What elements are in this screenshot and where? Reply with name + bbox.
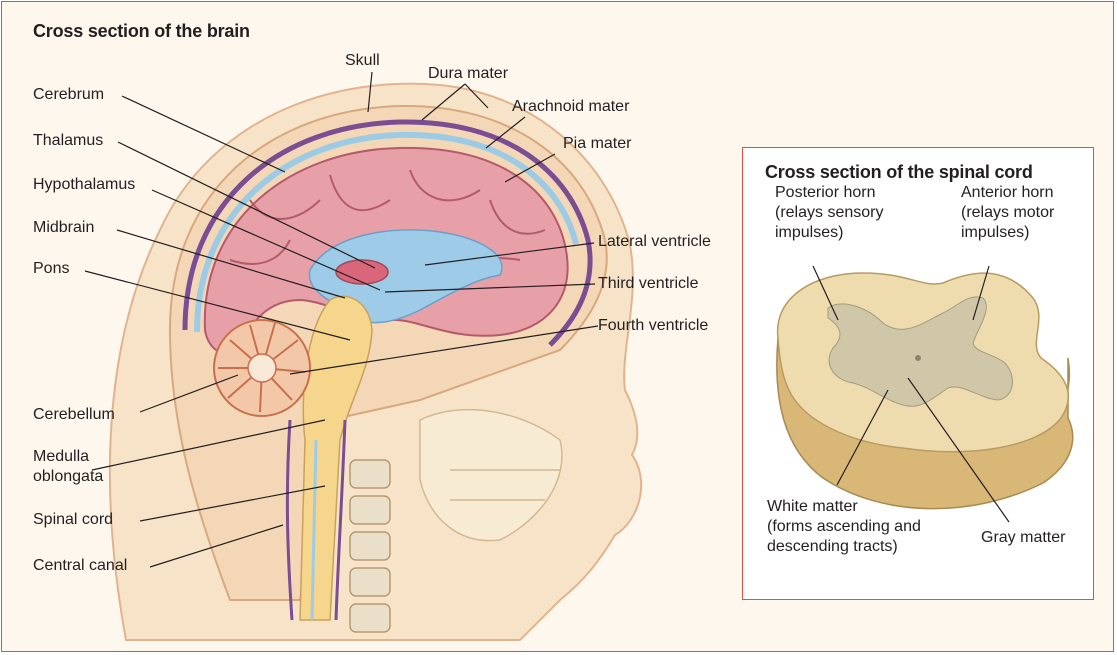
label-medulla-oblongata: Medulla oblongata — [33, 447, 103, 487]
label-hypothalamus: Hypothalamus — [33, 175, 135, 195]
label-arachnoid-mater: Arachnoid mater — [512, 97, 629, 117]
label-white-matter: White matter (forms ascending and descen… — [767, 497, 921, 557]
label-skull: Skull — [345, 51, 380, 71]
label-cerebrum: Cerebrum — [33, 85, 104, 105]
label-posterior-horn: Posterior horn (relays sensory impulses) — [775, 183, 883, 243]
label-thalamus: Thalamus — [33, 131, 103, 151]
label-central-canal: Central canal — [33, 556, 127, 576]
label-pons: Pons — [33, 259, 69, 279]
thalamus-shape — [336, 260, 388, 284]
label-midbrain: Midbrain — [33, 218, 94, 238]
label-lateral-ventricle: Lateral ventricle — [598, 232, 711, 252]
spinal-cord-inset: Cross section of the spinal cord Posteri… — [742, 147, 1094, 600]
label-third-ventricle: Third ventricle — [598, 274, 698, 294]
label-cerebellum: Cerebellum — [33, 405, 115, 425]
label-fourth-ventricle: Fourth ventricle — [598, 316, 708, 336]
label-dura-mater: Dura mater — [428, 64, 508, 84]
brain-section-title: Cross section of the brain — [33, 21, 250, 42]
label-spinal-cord: Spinal cord — [33, 510, 113, 530]
label-anterior-horn: Anterior horn (relays motor impulses) — [961, 183, 1054, 243]
label-gray-matter: Gray matter — [981, 528, 1065, 548]
label-pia-mater: Pia mater — [563, 134, 631, 154]
